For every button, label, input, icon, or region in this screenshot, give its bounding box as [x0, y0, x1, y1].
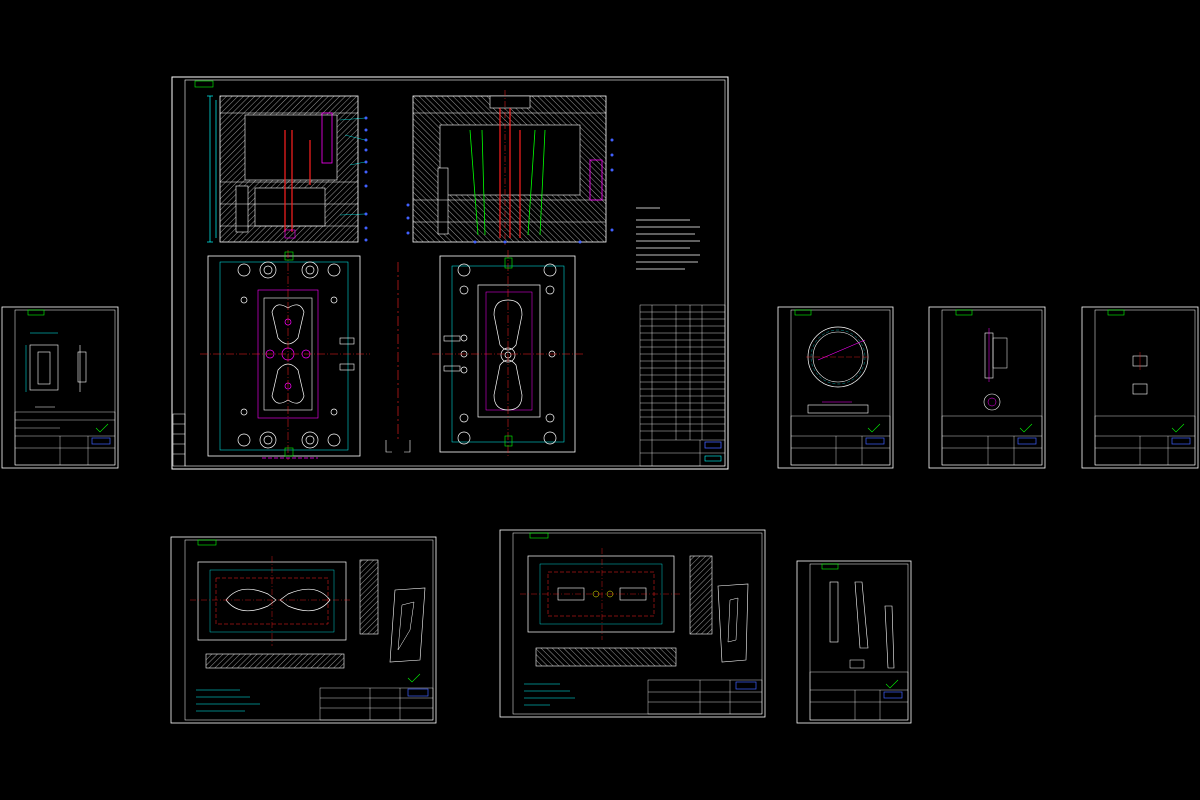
assembly-drawing-sheet[interactable] — [171, 76, 729, 470]
plan-view-right — [432, 250, 584, 458]
section-cut-line — [385, 262, 411, 453]
part-sheet-small-4[interactable] — [1081, 306, 1199, 469]
part-sheet-small-1[interactable] — [1, 306, 119, 469]
section-view-right — [406, 90, 614, 245]
technical-notes — [636, 207, 700, 270]
part-sheet-core-plate[interactable] — [499, 529, 766, 718]
sheet-border — [171, 76, 729, 470]
part-sheet-ring[interactable] — [777, 306, 894, 469]
part-sheet-pin[interactable] — [928, 306, 1046, 469]
part-sheet-cavity-plate[interactable] — [170, 536, 437, 724]
section-view-left — [207, 95, 368, 243]
part-sheet-slider[interactable] — [796, 560, 912, 724]
sheet-inner-frame — [184, 79, 726, 467]
sheet-side-column — [172, 413, 186, 467]
sheet-tag — [194, 80, 214, 88]
plan-view-left — [200, 250, 370, 460]
bom-table — [639, 304, 726, 467]
